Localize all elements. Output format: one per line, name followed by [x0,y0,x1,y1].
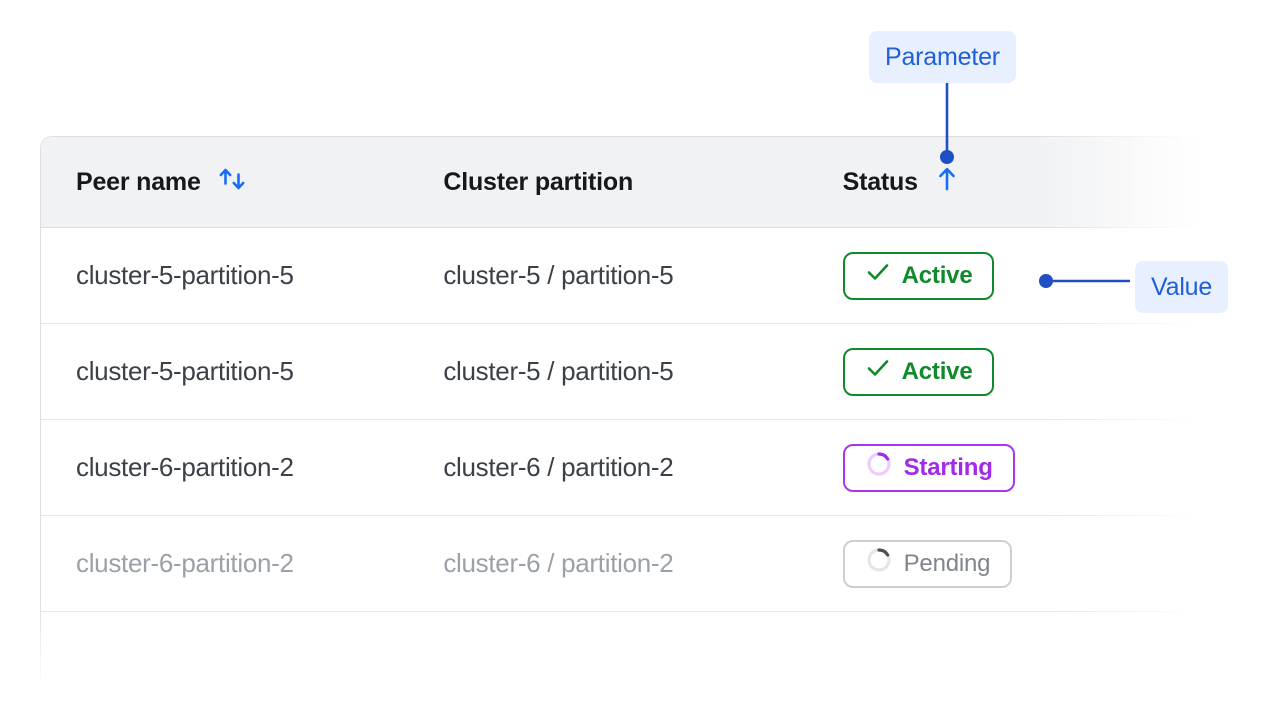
column-header-peer-name-label: Peer name [76,167,201,196]
table-row[interactable] [41,612,1199,708]
peers-table: Peer name Cluster partition Status [40,136,1200,708]
cell-cluster-partition: cluster-6 / partition-2 [443,452,674,482]
column-header-cluster-partition-label: Cluster partition [443,167,634,196]
status-badge-active[interactable]: Active [842,347,995,396]
table-header-row: Peer name Cluster partition Status [41,137,1199,228]
spinner-icon [865,546,893,581]
annotation-label-parameter: Parameter [869,31,1016,83]
cell-cluster-partition: cluster-6 / partition-2 [443,548,674,578]
status-badge-pending[interactable]: Pending [842,539,1013,588]
cell-status: Active [842,347,1199,396]
table-row[interactable]: cluster-5-partition-5 cluster-5 / partit… [41,324,1199,420]
cell-status: Active [842,251,1199,300]
cell-peer-name: cluster-6-partition-2 [76,452,294,482]
sort-up-icon[interactable] [932,164,962,201]
column-header-status-label: Status [842,167,918,196]
table-row[interactable]: cluster-6-partition-2 cluster-6 / partit… [41,420,1199,516]
status-badge-label: Active [901,357,973,385]
status-badge-label: Active [901,261,973,289]
check-icon [865,259,891,292]
spinner-icon [865,450,893,485]
cell-cluster-partition: cluster-5 / partition-5 [443,260,674,290]
status-badge-label: Pending [903,549,991,577]
sort-updown-icon[interactable] [215,162,249,203]
cell-status: Starting [842,443,1199,492]
status-badge-label: Starting [903,453,993,481]
cell-peer-name: cluster-6-partition-2 [76,548,294,578]
column-header-cluster-partition[interactable]: Cluster partition [443,168,842,197]
table-row[interactable]: cluster-6-partition-2 cluster-6 / partit… [41,516,1199,612]
screenshot-stage: Peer name Cluster partition Status [40,31,1229,708]
table-row[interactable]: cluster-5-partition-5 cluster-5 / partit… [41,228,1199,324]
cell-status: Pending [842,539,1199,588]
cell-peer-name: cluster-5-partition-5 [76,356,294,386]
table-body: cluster-5-partition-5 cluster-5 / partit… [41,228,1199,708]
status-badge-active[interactable]: Active [842,251,995,300]
cell-cluster-partition: cluster-5 / partition-5 [443,356,674,386]
peers-table-container: Peer name Cluster partition Status [40,136,1200,708]
column-header-peer-name[interactable]: Peer name [41,162,443,203]
check-icon [865,355,891,388]
cell-peer-name: cluster-5-partition-5 [76,260,294,290]
annotation-label-value: Value [1135,261,1229,313]
status-badge-starting[interactable]: Starting [842,443,1015,492]
column-header-status[interactable]: Status [843,164,1199,201]
